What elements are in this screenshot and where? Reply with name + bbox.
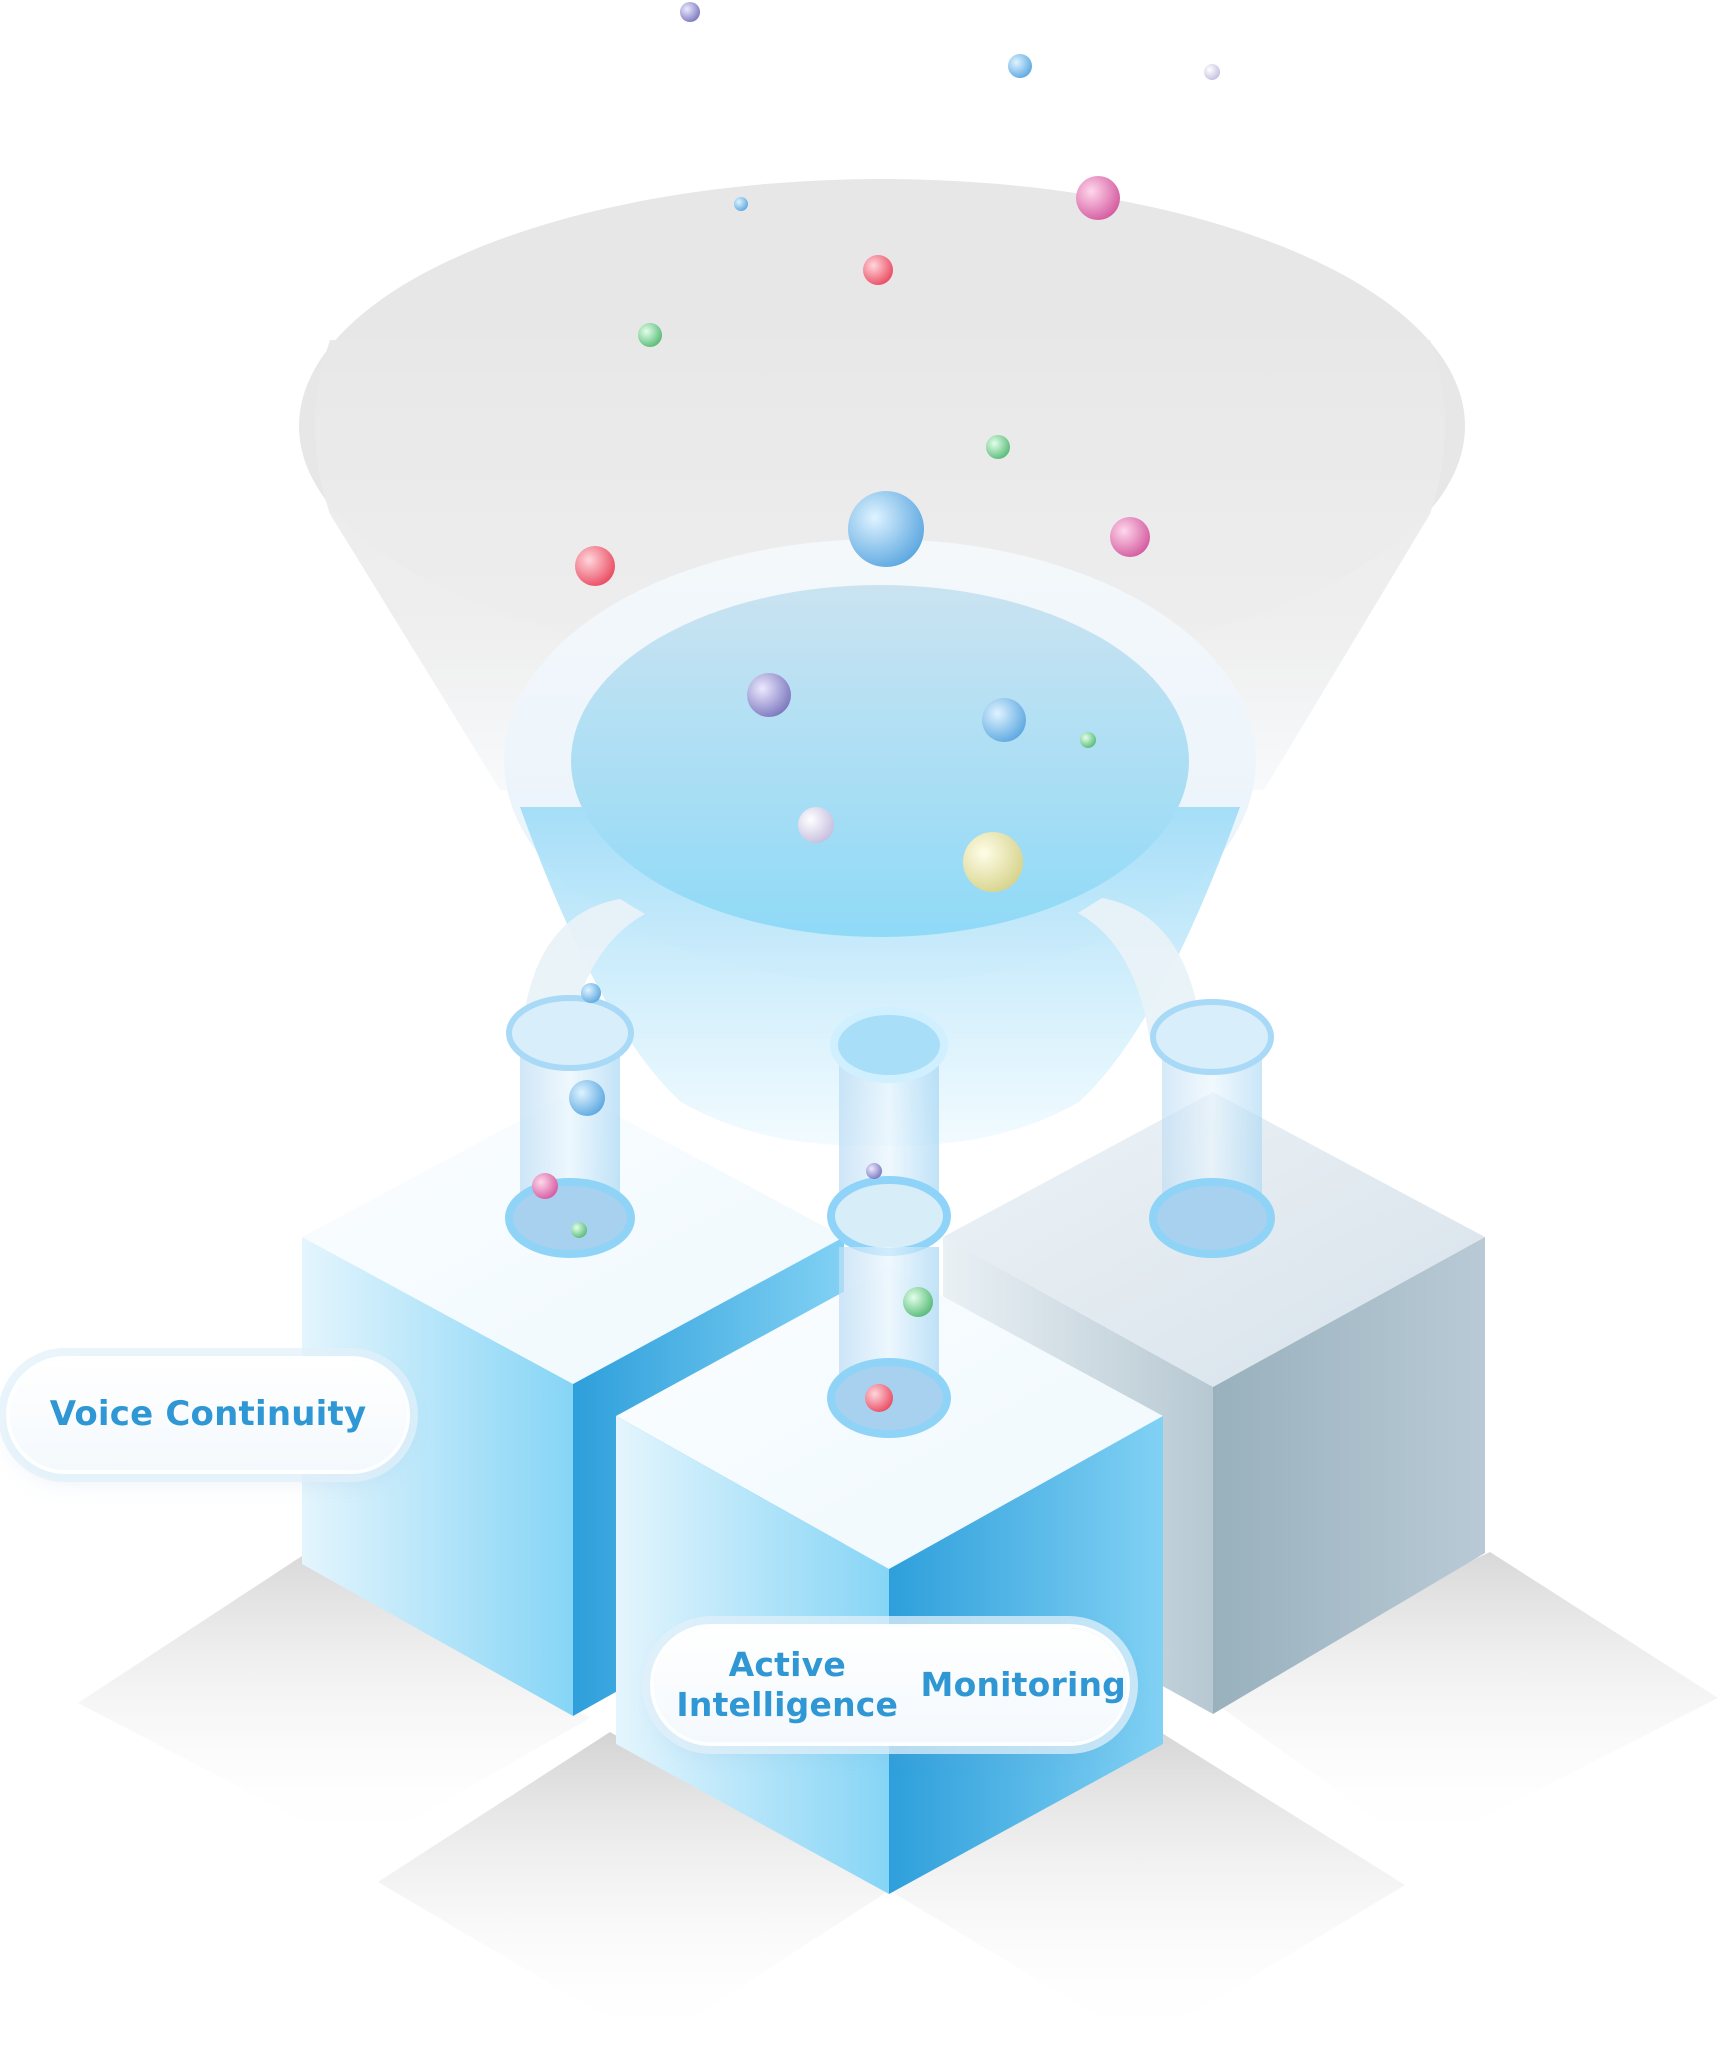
particle <box>734 197 748 211</box>
particle <box>680 2 700 22</box>
left-cube-left <box>302 1237 573 1716</box>
right-tube-top <box>1150 999 1274 1075</box>
particle <box>863 255 893 285</box>
particle <box>1204 64 1220 80</box>
particle <box>986 435 1010 459</box>
right-tube-bottom <box>1149 1178 1275 1258</box>
particle <box>532 1173 558 1199</box>
right-cube-right <box>1213 1237 1485 1714</box>
particle <box>1080 732 1096 748</box>
particle <box>638 323 662 347</box>
particle <box>982 698 1026 742</box>
particle <box>1076 176 1120 220</box>
right-tube <box>1149 999 1275 1258</box>
floor-shadow-left <box>78 1552 590 1850</box>
right-arch <box>1078 898 1201 1036</box>
floor-shadow-center <box>378 1732 887 2044</box>
particle <box>848 491 924 567</box>
particles <box>532 2 1220 1412</box>
particle <box>581 983 601 1003</box>
floor-shadow-far-right <box>1197 1552 1718 1850</box>
floor-shadow-right <box>892 1730 1405 2043</box>
particle <box>569 1080 605 1116</box>
floor-shadows <box>78 1552 1718 2044</box>
particle <box>866 1163 882 1179</box>
particle <box>575 546 615 586</box>
funnel-inner <box>571 585 1189 937</box>
active-intelligence-line-2: Monitoring <box>920 1664 1126 1704</box>
particle <box>963 832 1023 892</box>
active-intelligence-monitoring-label: Active Intelligence Monitoring <box>654 1628 1126 1742</box>
funnel <box>504 539 1256 1146</box>
particle <box>1110 517 1150 557</box>
particle <box>1008 54 1032 78</box>
left-tube-bottom <box>505 1178 635 1258</box>
left-tube <box>505 995 635 1258</box>
center-tube <box>827 1007 951 1438</box>
particle <box>865 1384 893 1412</box>
active-intelligence-line-1: Active Intelligence <box>676 1644 899 1724</box>
left-tube-top <box>506 995 634 1071</box>
voice-continuity-text: Voice Continuity <box>49 1394 367 1435</box>
center-tube-top <box>830 1007 948 1083</box>
particle <box>903 1287 933 1317</box>
particle <box>747 673 791 717</box>
particle <box>571 1222 587 1238</box>
voice-continuity-label: Voice Continuity <box>10 1360 406 1470</box>
center-tube-middle-ring <box>827 1176 951 1256</box>
particle <box>798 807 834 843</box>
